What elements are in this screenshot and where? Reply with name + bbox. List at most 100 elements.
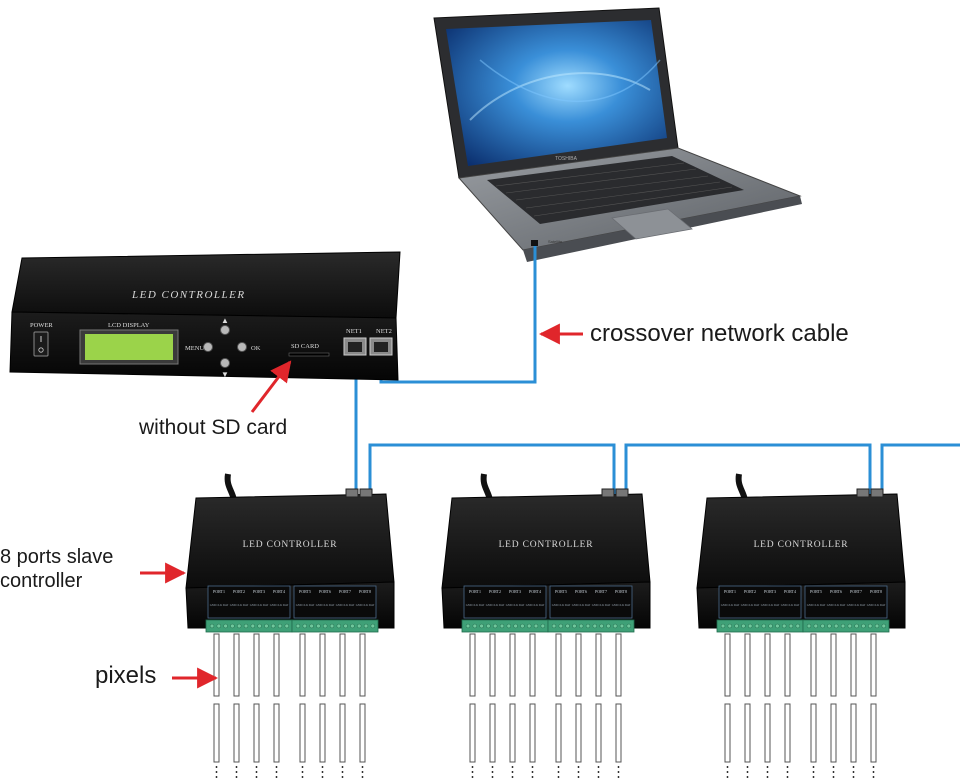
slave-ethernet-in bbox=[601, 488, 615, 498]
pixel-strand-segment bbox=[529, 703, 536, 763]
port-label: PORT8 bbox=[359, 589, 371, 594]
pixel-strand-segment bbox=[595, 633, 602, 697]
terminal-screw bbox=[795, 623, 801, 629]
terminal-screw bbox=[827, 623, 832, 629]
terminal-screw bbox=[243, 623, 249, 629]
slave-power-cable bbox=[224, 473, 237, 501]
terminal-screw bbox=[370, 623, 376, 629]
pixel-strand-segment bbox=[724, 633, 731, 697]
pixel-strand-segment bbox=[615, 703, 622, 763]
port-pin-labels: GND CLK DAT bbox=[316, 604, 335, 607]
terminal-screw bbox=[499, 623, 505, 629]
pixel-strand-segment bbox=[339, 703, 346, 763]
port-pin-labels: GND CLK DAT bbox=[552, 604, 571, 607]
port-label: PORT1 bbox=[213, 589, 225, 594]
terminal-screw bbox=[734, 623, 739, 629]
port-label: PORT3 bbox=[253, 589, 265, 594]
terminal-screw bbox=[592, 623, 598, 629]
terminal-screw bbox=[881, 623, 887, 629]
terminal-screw bbox=[472, 623, 478, 629]
laptop-touchpad bbox=[611, 208, 693, 240]
pixel-strand-segment bbox=[555, 633, 562, 697]
terminal-screw bbox=[806, 623, 812, 629]
terminal-screw bbox=[840, 623, 846, 629]
net1-label: NET1 bbox=[346, 328, 362, 335]
terminal-block bbox=[547, 619, 635, 633]
pixel-strand-segment bbox=[213, 633, 220, 697]
laptop-keyboard bbox=[487, 156, 744, 224]
terminal-screw bbox=[322, 623, 328, 629]
pixel-strand-segment bbox=[299, 703, 306, 763]
cable-slave1-to-slave2 bbox=[368, 443, 616, 494]
port-pin-labels: GND CLK DAT bbox=[721, 604, 740, 607]
pixel-strand-segment bbox=[850, 633, 857, 697]
pixel-strand-segment bbox=[469, 703, 476, 763]
pixel-strand-segment bbox=[595, 703, 602, 763]
ok-label: OK bbox=[251, 345, 261, 352]
terminal-screw bbox=[565, 623, 570, 629]
slave-ethernet-in bbox=[856, 488, 870, 498]
port-pin-labels: GND CLK DAT bbox=[486, 604, 505, 607]
terminal-screw bbox=[216, 623, 222, 629]
pixel-strand-segment bbox=[870, 703, 877, 763]
ok-button[interactable] bbox=[237, 342, 247, 352]
pixel-strand-segment bbox=[319, 703, 326, 763]
port-label: PORT6 bbox=[575, 589, 587, 594]
slave-ethernet-out bbox=[615, 488, 629, 498]
port-pin-labels: GND CLK DAT bbox=[270, 604, 289, 607]
terminal-screw bbox=[558, 623, 564, 629]
port-pin-labels: GND CLK DAT bbox=[761, 604, 780, 607]
port-label: PORT1 bbox=[724, 589, 736, 594]
port-pin-labels: GND CLK DAT bbox=[230, 604, 249, 607]
slave-controller-label-line1: 8 ports slave bbox=[0, 546, 114, 568]
terminal-screw bbox=[781, 623, 787, 629]
terminal-screw bbox=[257, 623, 262, 629]
terminal-screw bbox=[270, 623, 276, 629]
power-label: POWER bbox=[30, 322, 53, 329]
pixel-strand-segment bbox=[575, 703, 582, 763]
pixel-strand-segment bbox=[233, 633, 240, 697]
terminal-screw bbox=[788, 623, 794, 629]
terminal-screw bbox=[343, 623, 348, 629]
up-button[interactable] bbox=[220, 325, 230, 335]
terminal-screw bbox=[761, 623, 767, 629]
down-button[interactable] bbox=[220, 358, 230, 368]
terminal-screw bbox=[465, 623, 471, 629]
terminal-screw bbox=[741, 623, 746, 629]
network-cables bbox=[354, 246, 960, 494]
terminal-screw bbox=[720, 623, 726, 629]
port-label-panel bbox=[293, 585, 377, 619]
pixel-strand-segment bbox=[319, 633, 326, 697]
pixel-strand-segment bbox=[830, 703, 837, 763]
menu-button[interactable] bbox=[203, 342, 213, 352]
slave-title: LED CONTROLLER bbox=[243, 540, 338, 550]
master-title: LED CONTROLLER bbox=[131, 289, 246, 301]
slave-controller-label-line2: controller bbox=[0, 570, 83, 592]
port-pin-labels: GND CLK DAT bbox=[250, 604, 269, 607]
terminal-screw bbox=[284, 623, 290, 629]
pixel-strand-segment bbox=[810, 633, 817, 697]
pixel-strand-segment bbox=[615, 633, 622, 697]
pixel-strand-segment bbox=[469, 633, 476, 697]
port-label-panel bbox=[207, 585, 291, 619]
port-pin-labels: GND CLK DAT bbox=[526, 604, 545, 607]
laptop-ethernet-port bbox=[531, 240, 538, 246]
master-top bbox=[11, 251, 401, 319]
terminal-screw bbox=[302, 623, 308, 629]
terminal-screw bbox=[363, 623, 369, 629]
port-label-panel bbox=[463, 585, 547, 619]
power-switch[interactable] bbox=[33, 331, 49, 357]
port-pin-labels: GND CLK DAT bbox=[506, 604, 525, 607]
screen-swirl bbox=[469, 72, 651, 121]
port-pin-labels: GND CLK DAT bbox=[296, 604, 315, 607]
slave-power-cable bbox=[480, 473, 493, 501]
pixel-strand-segment bbox=[213, 703, 220, 763]
annotation-arrows bbox=[140, 323, 583, 689]
terminal-screw bbox=[295, 623, 301, 629]
terminal-screw bbox=[606, 623, 611, 629]
pixel-strand-segment bbox=[724, 703, 731, 763]
port-label: PORT4 bbox=[529, 589, 541, 594]
